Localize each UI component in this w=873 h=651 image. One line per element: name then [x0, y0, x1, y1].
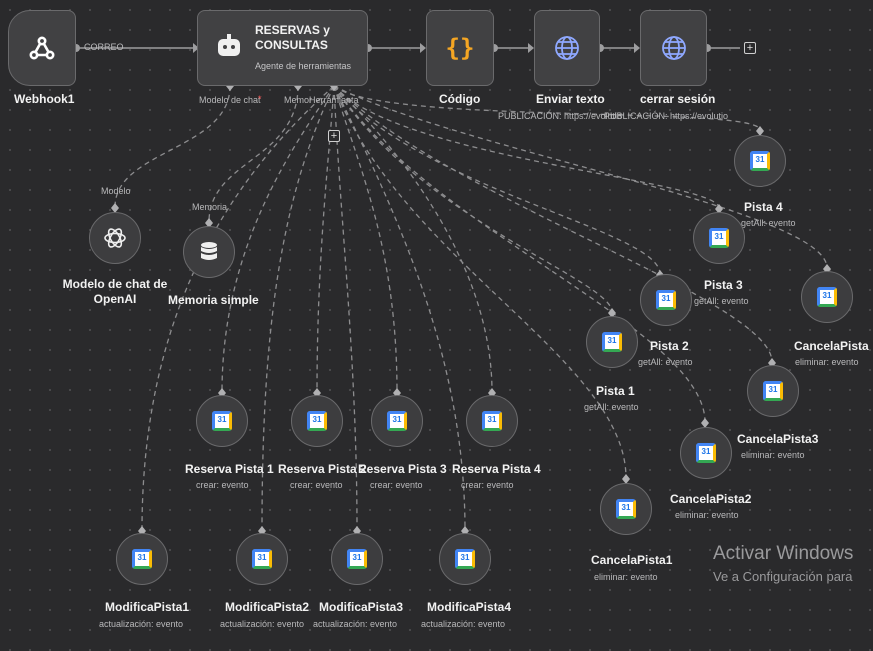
tool-subtitle-pista2: getAll: evento [638, 357, 693, 367]
agent-node[interactable]: RESERVAS y CONSULTAS Agente de herramien… [197, 10, 368, 86]
tool-label-cancelapista3: CancelaPista3 [737, 432, 819, 446]
tool-node-cancelapista[interactable]: 31 [801, 271, 853, 323]
tool-label-pista4: Pista 4 [744, 200, 783, 214]
tool-node-cancelapista1[interactable]: 31 [600, 483, 652, 535]
tool-subtitle-modifica2: actualización: evento [220, 619, 305, 629]
tool-node-cancelapista2[interactable]: 31 [680, 427, 732, 479]
tool-subtitle-pista3: getAll: evento [694, 296, 749, 306]
tool-subtitle-modifica1: actualización: evento [99, 619, 184, 629]
tool-subtitle-cancelapista: eliminar: evento [795, 357, 859, 367]
robot-icon [218, 34, 240, 56]
tool-label-pista1: Pista 1 [596, 384, 635, 398]
google-calendar-icon: 31 [482, 411, 502, 431]
tool-node-pista3[interactable]: 31 [693, 212, 745, 264]
globe-icon [555, 36, 579, 60]
agent-title: RESERVAS y CONSULTAS [255, 23, 330, 52]
google-calendar-icon: 31 [387, 411, 407, 431]
tool-subtitle-pista4: getAll: evento [741, 218, 796, 228]
tool-label-reserva3: Reserva Pista 3 [358, 462, 447, 476]
model-port-label: Modelo [101, 186, 131, 196]
logout-subtitle: PUBLICACIÓN: https://evolutio [604, 111, 729, 121]
tool-subtitle-cancelapista1: eliminar: evento [594, 572, 658, 582]
tool-label-pista2: Pista 2 [650, 339, 689, 353]
tool-node-modifica1[interactable]: 31 [116, 533, 168, 585]
tool-label-cancelapista1: CancelaPista1 [591, 553, 673, 567]
memory-node[interactable] [183, 226, 235, 278]
tool-node-reserva1[interactable]: 31 [196, 395, 248, 447]
connection-label: CORREO [84, 42, 124, 52]
google-calendar-icon: 31 [656, 290, 676, 310]
google-calendar-icon: 31 [347, 549, 367, 569]
code-label: Código [439, 92, 481, 106]
google-calendar-icon: 31 [307, 411, 327, 431]
tool-label-modifica2: ModificaPista2 [225, 600, 310, 614]
logout-node[interactable] [640, 10, 707, 86]
tool-subtitle-modifica4: actualización: evento [421, 619, 506, 629]
google-calendar-icon: 31 [817, 287, 837, 307]
tool-subtitle-cancelapista2: eliminar: evento [675, 510, 739, 520]
google-calendar-icon: 31 [750, 151, 770, 171]
logout-label: cerrar sesión [640, 92, 716, 106]
google-calendar-icon: 31 [616, 499, 636, 519]
tool-label-modifica4: ModificaPista4 [427, 600, 512, 614]
tool-label-cancelapista2: CancelaPista2 [670, 492, 752, 506]
webhook-node[interactable] [8, 10, 76, 86]
google-calendar-icon: 31 [709, 228, 729, 248]
google-calendar-icon: 31 [602, 332, 622, 352]
tool-subtitle-reserva4: crear: evento [461, 480, 514, 490]
add-tool-button[interactable]: + [328, 130, 340, 142]
google-calendar-icon: 31 [212, 411, 232, 431]
tool-node-reserva4[interactable]: 31 [466, 395, 518, 447]
windows-activation-title: Activar Windows [713, 543, 854, 564]
google-calendar-icon: 31 [132, 549, 152, 569]
webhook-icon [29, 36, 55, 60]
memory-port-label: Memoria [192, 202, 228, 212]
send-text-subtitle: PUBLICACIÓN: https://evolutio [498, 111, 623, 121]
windows-activation-subtitle: Ve a Configuración para [713, 569, 853, 584]
port-label-memory: Memor [284, 95, 313, 105]
add-node-button[interactable]: + [744, 42, 756, 54]
google-calendar-icon: 31 [763, 381, 783, 401]
code-braces-icon: {} [445, 34, 475, 62]
tool-node-modifica2[interactable]: 31 [236, 533, 288, 585]
tool-label-pista3: Pista 3 [704, 278, 743, 292]
port-required-mark: * [258, 94, 262, 104]
tool-node-pista2[interactable]: 31 [640, 274, 692, 326]
tool-subtitle-modifica3: actualización: evento [313, 619, 398, 629]
tool-label-cancelapista: CancelaPista [794, 339, 869, 353]
openai-model-label: Modelo de chat de OpenAI [62, 277, 168, 306]
tool-node-cancelapista3[interactable]: 31 [747, 365, 799, 417]
agent-subtitle: Agente de herramientas [255, 61, 352, 71]
tool-subtitle-reserva2: crear: evento [290, 480, 343, 490]
tool-subtitle-cancelapista3: eliminar: evento [741, 450, 805, 460]
tool-subtitle-reserva3: crear: evento [370, 480, 423, 490]
globe-icon [661, 36, 686, 60]
tool-node-reserva2[interactable]: 31 [291, 395, 343, 447]
tool-label-reserva2: Reserva Pista 2 [278, 462, 367, 476]
openai-icon [104, 228, 126, 248]
tool-node-pista1[interactable]: 31 [586, 316, 638, 368]
database-icon [201, 242, 217, 260]
google-calendar-icon: 31 [252, 549, 272, 569]
tool-node-reserva3[interactable]: 31 [371, 395, 423, 447]
tool-label-modifica1: ModificaPista1 [105, 600, 190, 614]
google-calendar-icon: 31 [696, 443, 716, 463]
tool-node-modifica4[interactable]: 31 [439, 533, 491, 585]
tool-label-reserva4: Reserva Pista 4 [452, 462, 541, 476]
tool-subtitle-reserva1: crear: evento [196, 480, 249, 490]
send-text-node[interactable] [534, 10, 600, 86]
memory-label: Memoria simple [168, 293, 259, 307]
tool-label-modifica3: ModificaPista3 [319, 600, 404, 614]
port-label-model: Modelo de chat [199, 95, 261, 105]
tool-label-reserva1: Reserva Pista 1 [185, 462, 274, 476]
port-label-tool: Herramienta [309, 95, 359, 105]
tool-subtitle-pista1: getAll: evento [584, 402, 639, 412]
code-node[interactable]: {} [426, 10, 494, 86]
tool-node-pista4[interactable]: 31 [734, 135, 786, 187]
send-text-label: Enviar texto [536, 92, 605, 106]
webhook-label: Webhook1 [14, 92, 75, 106]
tool-node-modifica3[interactable]: 31 [331, 533, 383, 585]
openai-model-node[interactable] [89, 212, 141, 264]
google-calendar-icon: 31 [455, 549, 475, 569]
